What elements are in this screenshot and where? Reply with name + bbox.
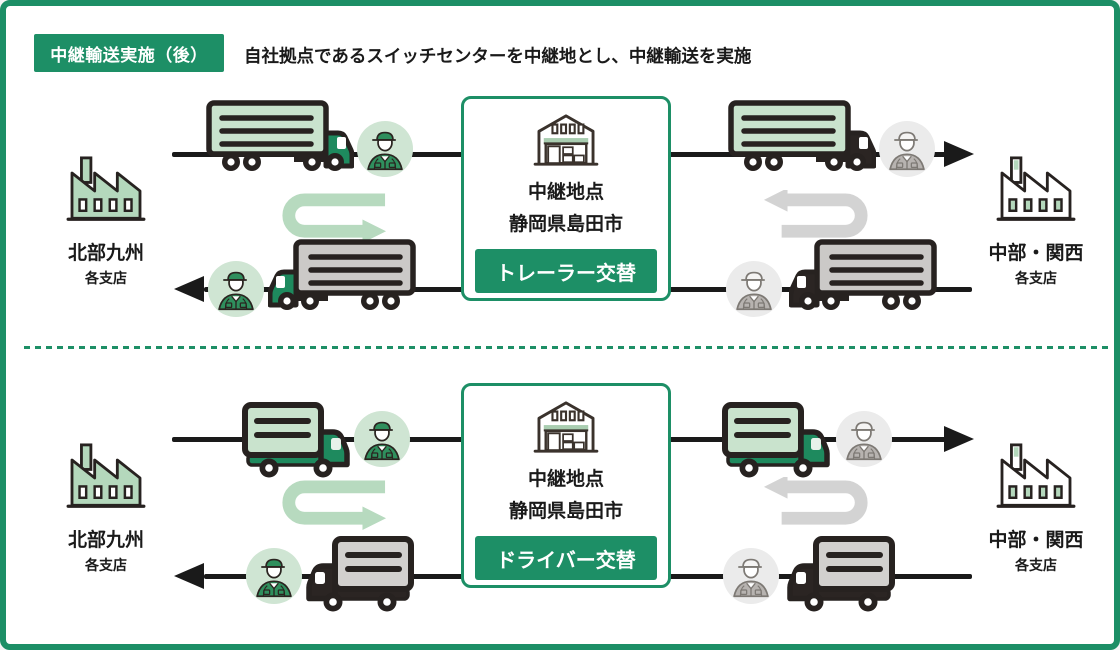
box-truck-icon <box>306 536 414 612</box>
factory-icon <box>996 156 1076 221</box>
u-turn-arrow-green-icon <box>282 193 387 244</box>
panel-divider <box>24 346 1108 349</box>
branches-label: 各支店 <box>85 557 127 573</box>
region-label: 北部九州 <box>67 530 144 551</box>
factory-icon <box>996 443 1076 508</box>
branches-label: 各支店 <box>1015 557 1057 573</box>
box-truck-icon <box>722 402 830 478</box>
hub-location: 静岡県島田市 <box>508 214 623 235</box>
trailer-truck-icon <box>728 100 876 171</box>
relay-hub-card: 中継地点 静岡県島田市 トレーラー交替 <box>461 96 671 301</box>
box-truck-icon <box>787 536 895 612</box>
branches-label: 各支店 <box>85 270 127 286</box>
branches-label: 各支店 <box>1015 270 1057 286</box>
swap-method-badge: ドライバー交替 <box>475 536 657 580</box>
swap-method-badge: トレーラー交替 <box>475 249 657 293</box>
driver-avatar-gray-icon <box>878 120 936 178</box>
driver-avatar-green-icon <box>245 547 303 605</box>
driver-avatar-green-icon <box>353 410 411 468</box>
direction-arrow-icon <box>944 426 974 452</box>
driver-avatar-green-icon <box>207 260 265 318</box>
trailer-truck-icon <box>789 239 937 310</box>
diagram-title: 自社拠点であるスイッチセンターを中継地とし、中継輸送を実施 <box>244 46 752 66</box>
driver-avatar-gray-icon <box>725 260 783 318</box>
direction-arrow-icon <box>944 141 974 167</box>
warehouse-icon <box>533 401 599 453</box>
hub-title: 中継地点 <box>527 182 604 203</box>
trailer-truck-icon <box>268 239 416 310</box>
u-turn-arrow-green-icon <box>282 480 387 531</box>
driver-avatar-gray-icon <box>722 547 780 605</box>
region-label: 北部九州 <box>67 243 144 264</box>
u-turn-arrow-gray-icon <box>763 190 868 238</box>
phase-badge: 中継輸送実施（後） <box>34 34 224 72</box>
region-label: 中部・関西 <box>988 530 1084 551</box>
trailer-truck-icon <box>206 100 354 171</box>
driver-avatar-gray-icon <box>835 410 893 468</box>
u-turn-arrow-gray-icon <box>763 477 868 525</box>
box-truck-icon <box>242 402 350 478</box>
region-label: 中部・関西 <box>988 243 1084 264</box>
relay-hub-card: 中継地点 静岡県島田市 ドライバー交替 <box>461 383 671 588</box>
direction-arrow-icon <box>174 276 204 302</box>
factory-icon <box>66 156 146 221</box>
direction-arrow-icon <box>174 563 204 589</box>
hub-location: 静岡県島田市 <box>508 501 623 522</box>
warehouse-icon <box>533 114 599 166</box>
hub-title: 中継地点 <box>527 469 604 490</box>
driver-avatar-green-icon <box>356 120 414 178</box>
factory-icon <box>66 443 146 508</box>
